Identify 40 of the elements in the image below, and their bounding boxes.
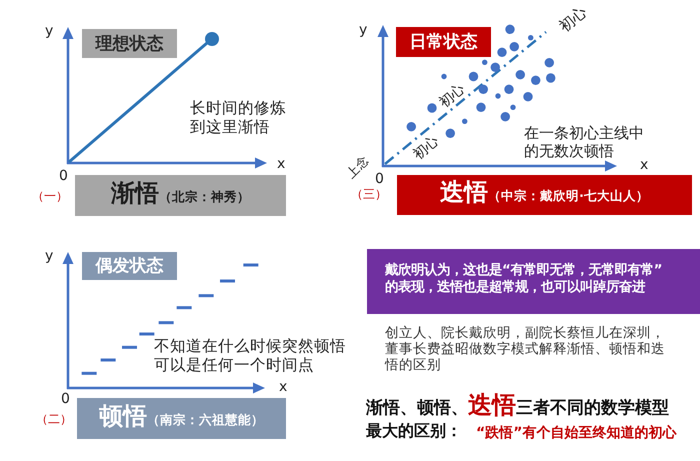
panel-number: （三） [351, 187, 387, 202]
line-label: 初心 [556, 4, 590, 35]
state-tag [82, 29, 177, 58]
state-title: 理想状态 [96, 34, 164, 54]
line-label: 初心 [410, 134, 442, 162]
state-tag [82, 252, 177, 280]
axis-label: y [45, 23, 54, 40]
annotation-text: 不知道在什么时候突然顿悟可以是任何一个时间点 [154, 337, 347, 374]
annotation-text: 在一条初心主线中的无数次顿悟 [524, 124, 645, 160]
term-title: 顿悟 [99, 402, 147, 430]
annotation-text: 长时间的修炼到这里渐悟 [190, 99, 287, 136]
term-title: 迭悟 [440, 178, 488, 206]
school-note: （南宗：六祖慧能） [147, 412, 264, 427]
state-tag [396, 27, 491, 57]
term-title: 渐悟 [111, 179, 159, 207]
term-banner [75, 175, 286, 216]
axis-label: x [640, 157, 648, 174]
panel-number: （二） [36, 412, 72, 426]
origin-label: 0 [59, 168, 68, 185]
axis-label: x [277, 156, 286, 173]
school-note: （北宗：神秀） [159, 189, 250, 204]
line-label: 初心 [436, 82, 468, 110]
conclusion-note: “跌悟”有个自始至终知道的初心 [476, 425, 676, 442]
axis-label: x [279, 379, 288, 396]
panel-number: （一） [32, 189, 68, 204]
start-label: 上念 [344, 154, 372, 181]
quote-text: 戴欣明认为，这也是“有常即无常，无常即有常”的表现，迭悟也是超常规，也可以叫踔厉奋进 [385, 262, 664, 297]
axis-label: y [359, 22, 368, 39]
origin-label: 0 [61, 391, 70, 408]
state-title: 偶发状态 [96, 256, 164, 276]
origin-label: 0 [375, 171, 384, 188]
term-banner [77, 398, 286, 439]
description-text: 创立人、院长戴欣明，副院长蔡恒儿在深圳，董事长费益昭做数字模式解释渐悟、顿悟和迭悟的区别 [385, 325, 666, 374]
axis-label: y [45, 248, 54, 265]
term-banner [397, 175, 692, 215]
state-title: 日常状态 [410, 32, 478, 52]
quote-banner [367, 249, 700, 314]
school-note: （中宗：戴欣明·七大山人） [488, 188, 649, 203]
conclusion-heading: 最大的区别： [366, 421, 462, 440]
conclusion-heading: 渐悟、顿悟、迭悟三者不同的数学模型 [366, 391, 669, 420]
